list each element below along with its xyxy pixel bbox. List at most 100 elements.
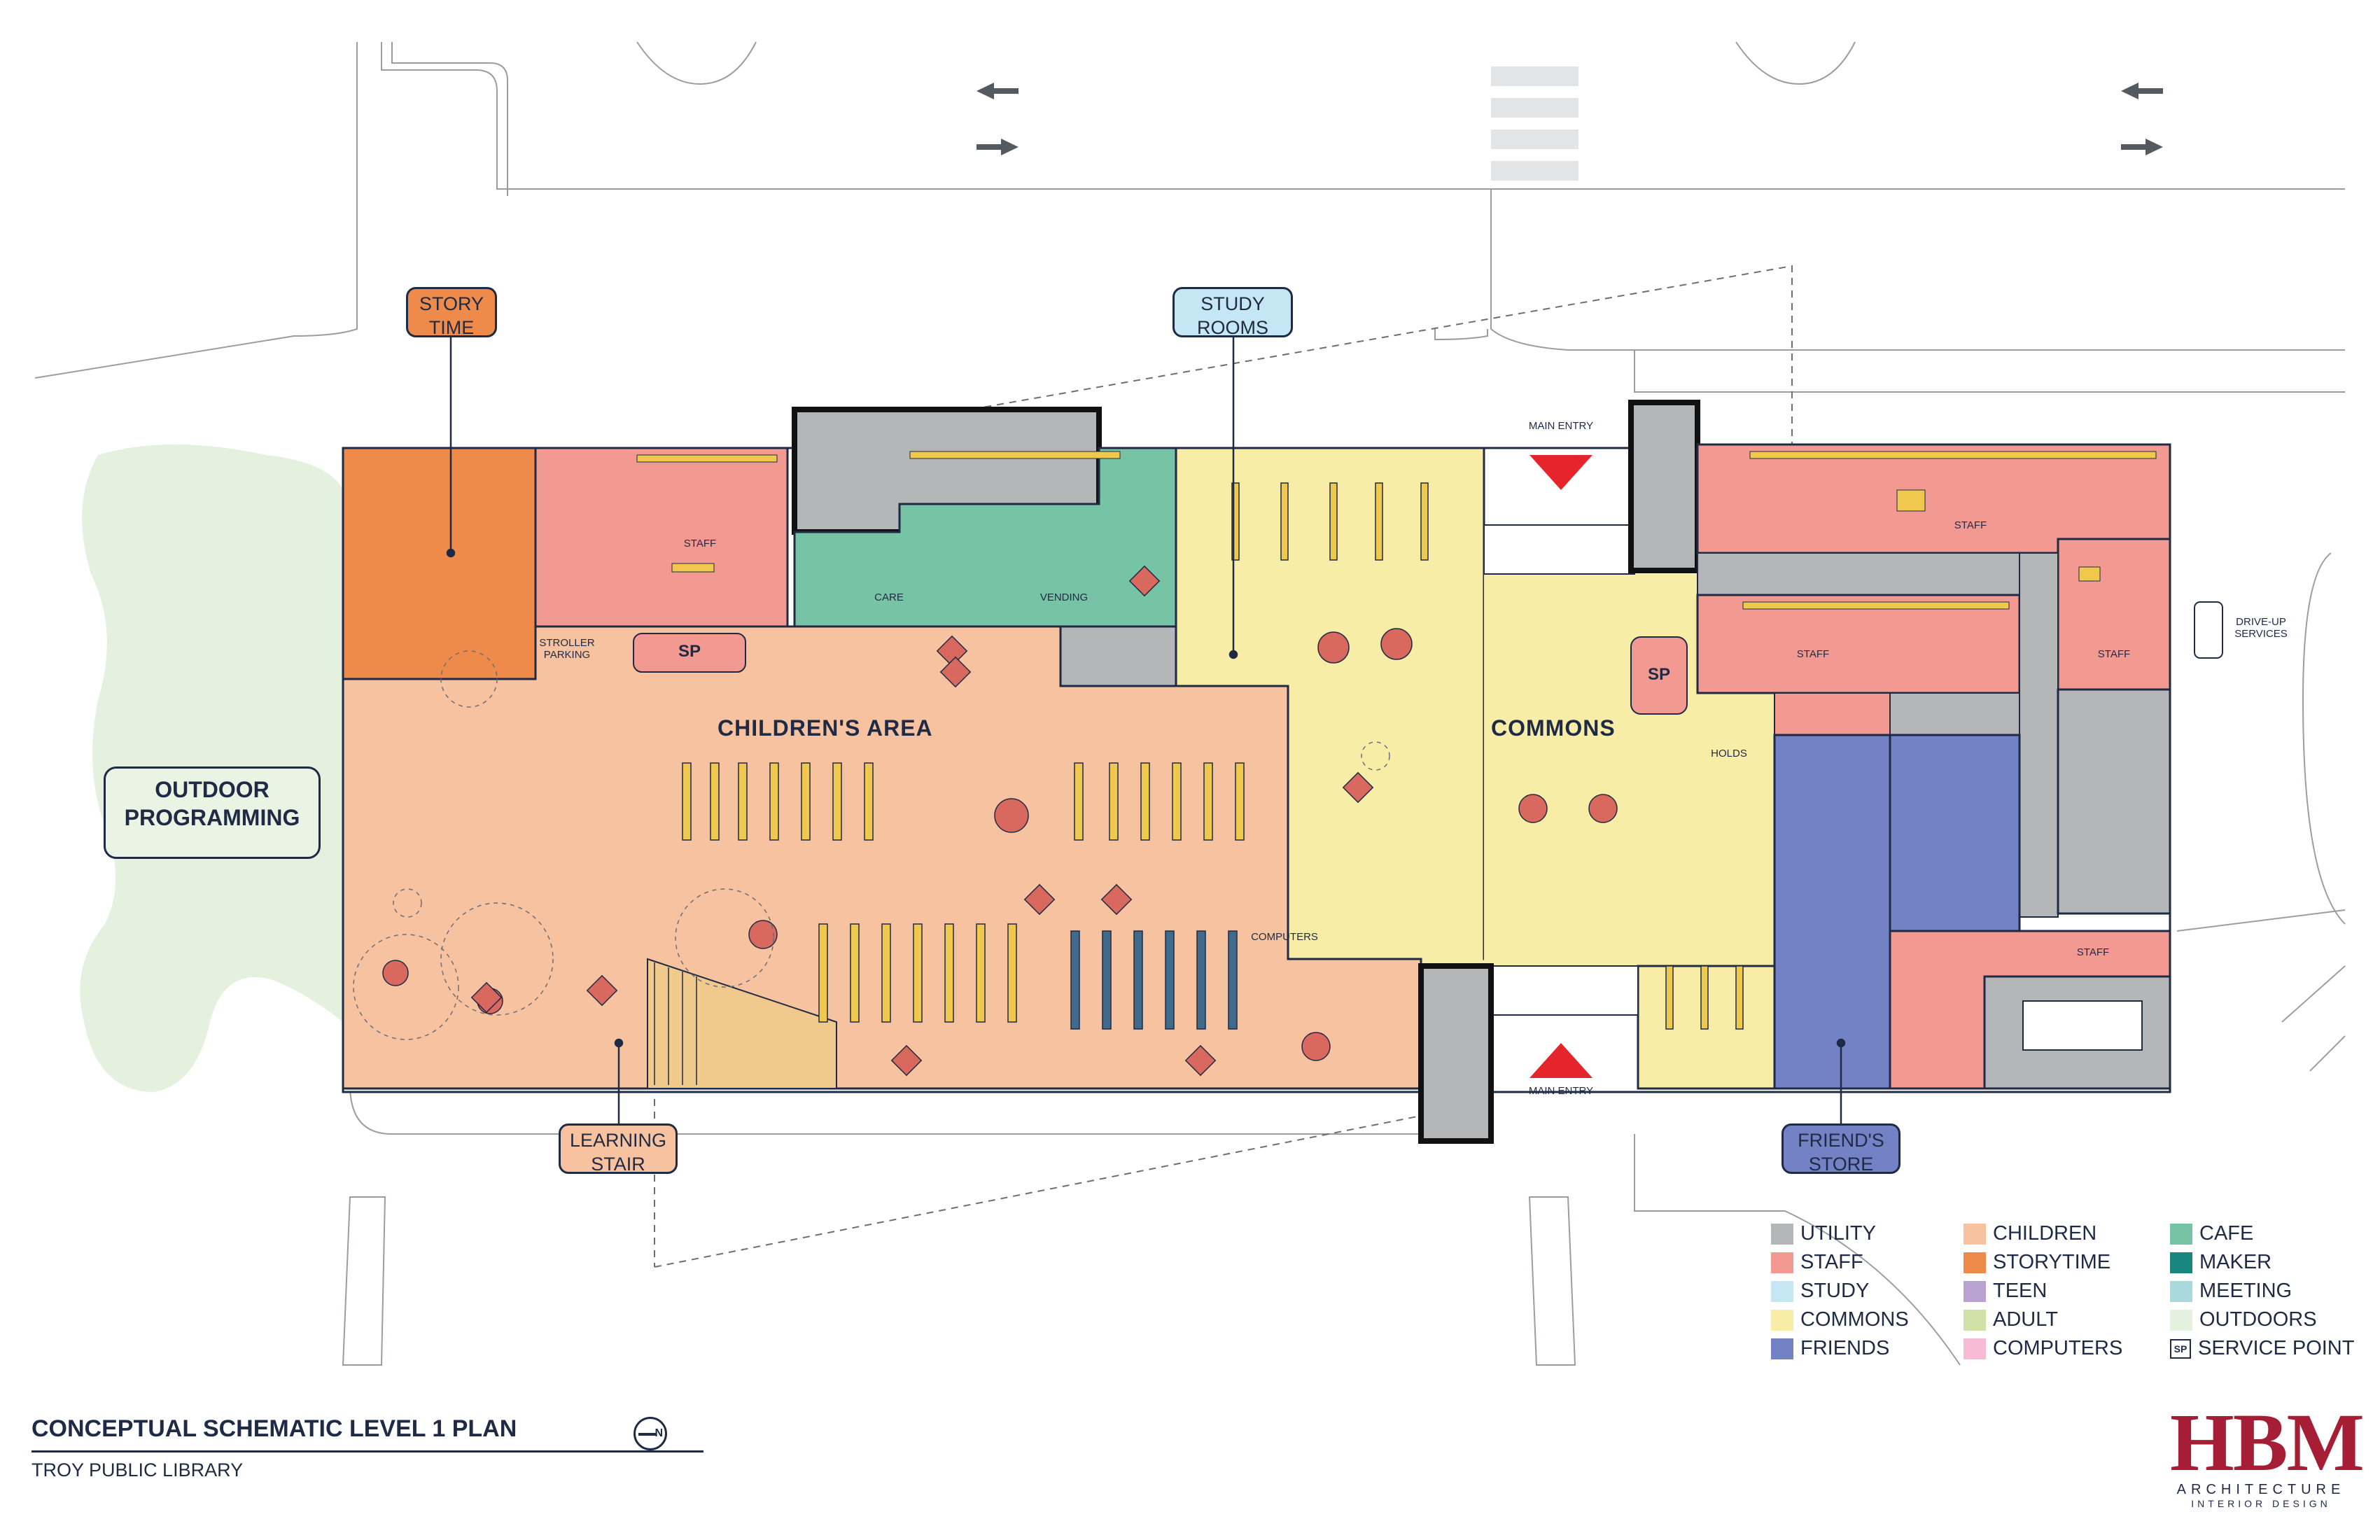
learning-stair-callout: LEARNING STAIR: [559, 1124, 678, 1175]
care-label: CARE: [874, 592, 904, 603]
legend-label-adult: ADULT: [1993, 1308, 2058, 1331]
childrens-zone: [342, 625, 1422, 1090]
legend-symbol-service-point: SP: [2170, 1339, 2191, 1359]
friends-store-line-1: FRIEND'S: [1798, 1130, 1884, 1151]
legend-swatch-maker: [2170, 1252, 2192, 1274]
media-shelving: [1070, 930, 1238, 1030]
drive-up-label: DRIVE-UP SERVICES: [2219, 616, 2303, 640]
plan-subtitle: TROY PUBLIC LIBRARY: [31, 1460, 244, 1480]
legend-label-storytime: STORYTIME: [1993, 1251, 2111, 1273]
staff-zone-west: [534, 447, 789, 628]
legend-label-teen: TEEN: [1993, 1280, 2047, 1302]
learning-stair: [647, 958, 837, 1089]
friends-zone-2: [1889, 734, 2021, 932]
service-point-children-label: SP: [678, 642, 701, 661]
staff-label-northeast: STAFF: [1954, 519, 1987, 531]
stroller-parking-label: STROLLER PARKING: [528, 637, 606, 661]
legend: UTILITY STAFF STUDY COMMONS FRIENDS CHIL…: [1771, 1222, 2373, 1376]
friends-store-line-2: STORE: [1808, 1154, 1874, 1175]
logo-mark: HBM: [2170, 1396, 2365, 1488]
storytime-zone: [342, 447, 537, 680]
friends-store-callout: FRIEND'S STORE: [1782, 1124, 1900, 1175]
legend-item-meeting: MEETING: [2170, 1279, 2292, 1303]
site-linework: [34, 41, 2346, 1366]
legend-item-computers: COMPUTERS: [1963, 1336, 2122, 1360]
computers-label: COMPUTERS: [1251, 931, 1318, 943]
service-point-commons-label: SP: [1647, 665, 1670, 684]
legend-swatch-adult: [1963, 1310, 1986, 1331]
shelving-ranges: [682, 482, 1744, 1030]
elevator-top: [1628, 400, 1700, 573]
service-point-children: [633, 633, 746, 673]
utility-shaft-east: [2019, 552, 2059, 918]
legend-label-cafe: CAFE: [2199, 1222, 2254, 1245]
service-point-commons: [1630, 636, 1688, 715]
outdoor-programming-line-2: PROGRAMMING: [124, 805, 300, 830]
main-entry-arrow-bottom: [1530, 1043, 1592, 1078]
study-rooms-callout: STUDY ROOMS: [1172, 287, 1293, 338]
study-rooms-line-2: ROOMS: [1196, 317, 1268, 338]
legend-item-teen: TEEN: [1963, 1279, 2047, 1303]
entry-vestibule-south: [1490, 965, 1639, 1016]
legend-label-friends: FRIENDS: [1800, 1337, 1890, 1359]
crosswalk: [1491, 66, 1578, 181]
legend-label-staff: STAFF: [1800, 1251, 1863, 1273]
legend-item-cafe: CAFE: [2170, 1222, 2253, 1245]
staff-zone-northeast: [2057, 538, 2171, 691]
legend-item-staff: STAFF: [1771, 1250, 1863, 1274]
title-divider: [31, 1450, 704, 1452]
legend-label-commons: COMMONS: [1800, 1308, 1909, 1331]
legend-swatch-friends: [1771, 1338, 1793, 1360]
legend-swatch-storytime: [1963, 1252, 1986, 1274]
legend-swatch-meeting: [2170, 1281, 2192, 1303]
staff-label-mid: STAFF: [1796, 648, 1830, 660]
legend-label-service-point: SERVICE POINT: [2198, 1337, 2355, 1359]
outdoor-programming-line-1: OUTDOOR: [155, 777, 270, 802]
study-rooms-line-1: STUDY: [1200, 293, 1265, 314]
vending-label: VENDING: [1040, 592, 1088, 603]
stroller-parking-line-2: PARKING: [543, 649, 591, 661]
staff-zone-mid: [1696, 594, 2021, 694]
staff-label-west: STAFF: [683, 538, 717, 550]
north-arrow-icon: N: [634, 1417, 667, 1450]
outdoor-programming-callout: OUTDOOR PROGRAMMING: [104, 766, 321, 859]
legend-item-outdoors: OUTDOORS: [2170, 1308, 2317, 1331]
staff-label-east: STAFF: [2097, 648, 2131, 660]
stroller-parking-line-1: STROLLER: [539, 637, 595, 649]
commons-corridor: [1483, 524, 1635, 575]
commons-label: COMMONS: [1491, 715, 1616, 741]
loading-dock: [2022, 1000, 2143, 1051]
childrens-area-label: CHILDREN'S AREA: [718, 715, 933, 741]
utility-core-bottom: [1418, 963, 1494, 1144]
legend-item-friends: FRIENDS: [1771, 1336, 1889, 1360]
logo-line-2: INTERIOR DESIGN: [2191, 1498, 2331, 1509]
site-stairs: [342, 1196, 1576, 1366]
main-entry-arrow-top: [1530, 455, 1592, 490]
legend-item-service-point: SP SERVICE POINT: [2170, 1336, 2354, 1360]
drive-up-line-1: DRIVE-UP: [2236, 616, 2286, 628]
story-time-line-2: TIME: [428, 317, 475, 338]
stair-steps: [654, 962, 697, 1085]
legend-item-study: STUDY: [1771, 1279, 1869, 1303]
traffic-arrows: [976, 83, 2163, 155]
furniture: [382, 565, 1618, 1077]
drive-up-car: [2194, 601, 2223, 659]
learning-stair-line-2: STAIR: [591, 1154, 645, 1175]
friends-zone: [1773, 734, 1891, 1090]
legend-label-outdoors: OUTDOORS: [2199, 1308, 2317, 1331]
legend-label-meeting: MEETING: [2199, 1280, 2292, 1302]
staff-zone-east: [1696, 443, 2171, 554]
legend-label-children: CHILDREN: [1993, 1222, 2097, 1245]
hbm-logo: HBM ARCHITECTURE INTERIOR DESIGN: [2170, 1396, 2365, 1519]
title-block: CONCEPTUAL SCHEMATIC LEVEL 1 PLAN N TROY…: [31, 1407, 704, 1491]
legend-label-maker: MAKER: [2199, 1251, 2272, 1273]
utility-corridor-east: [1697, 552, 2062, 596]
holds-label: HOLDS: [1711, 748, 1747, 760]
callout-leaders: [446, 335, 1846, 1133]
logo-line-1: ARCHITECTURE: [2176, 1482, 2346, 1497]
staff-desks: [636, 451, 2157, 610]
legend-label-utility: UTILITY: [1800, 1222, 1876, 1245]
utility-zone-east: [2057, 688, 2171, 915]
main-entry-bottom-label: MAIN ENTRY: [1528, 1085, 1594, 1097]
